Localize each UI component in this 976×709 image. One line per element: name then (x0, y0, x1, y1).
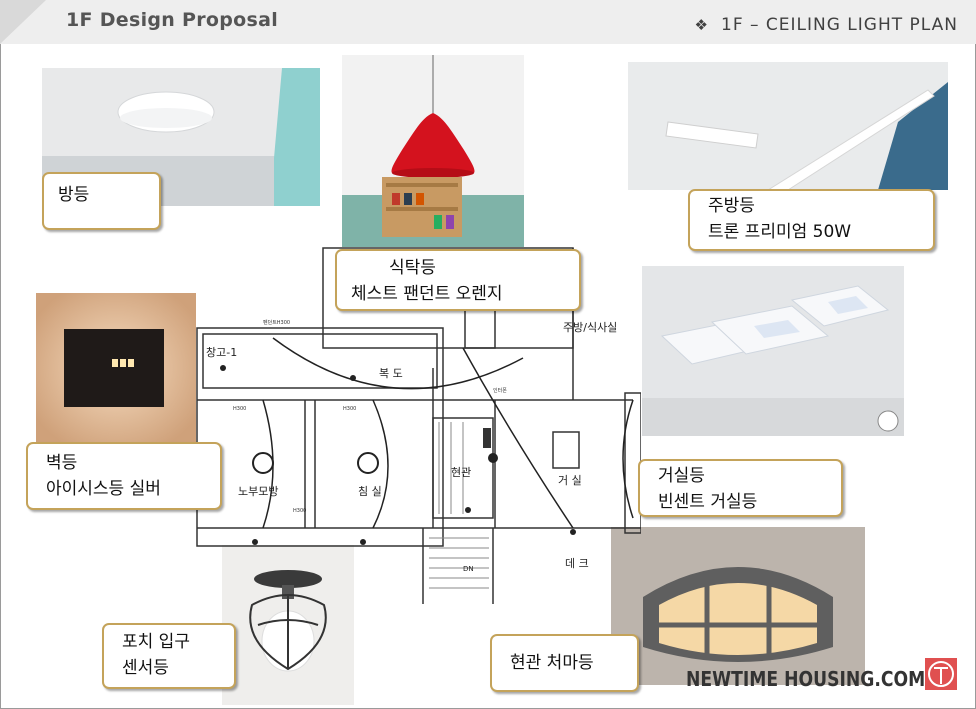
photo-porch-light (222, 545, 354, 705)
header-bar (0, 0, 976, 44)
label-porch-light: 포치 입구 센서등 (102, 623, 236, 689)
section-title-text: 1F – CEILING LIGHT PLAN (721, 15, 958, 35)
diamond-icon: ❖ (694, 16, 709, 34)
photo-living-light (642, 266, 904, 436)
label-dining-light: 식탁등 체스트 팬던트 오렌지 (335, 249, 581, 311)
photo-dining-pendant (342, 55, 524, 247)
room-storage: 창고-1 (206, 346, 238, 359)
brand-wordmark: NEWTIME HOUSING.COM (686, 667, 926, 691)
room-bedroom: 침 실 (358, 485, 382, 498)
page-title: 1F Design Proposal (66, 9, 279, 31)
svg-text:H300: H300 (343, 406, 356, 412)
room-living: 거 실 (558, 474, 582, 487)
room-dn: DN (463, 565, 474, 573)
svg-text:펜던트H300: 펜던트H300 (263, 319, 290, 326)
room-deck: 데 크 (565, 557, 589, 570)
room-hall: 복 도 (379, 367, 403, 380)
section-title: ❖ 1F – CEILING LIGHT PLAN (695, 15, 958, 35)
photo-entrance-light (611, 527, 865, 685)
svg-text:H300: H300 (233, 406, 246, 412)
label-entrance-light: 현관 처마등 (490, 634, 639, 692)
photo-wall-light (36, 293, 196, 443)
svg-text:H300: H300 (293, 508, 306, 514)
label-kitchen-light: 주방등 트론 프리미엄 50W (688, 189, 935, 251)
svg-text:인터폰: 인터폰 (493, 387, 507, 394)
header-tab-shape (0, 0, 46, 44)
label-wall-light: 벽등 아이시스등 실버 (26, 442, 222, 510)
brand-logo-icon (924, 657, 958, 691)
room-entrance: 현관 (451, 466, 472, 479)
label-room-light: 방등 (42, 172, 161, 230)
room-parents: 노부모방 (238, 485, 279, 498)
room-kitchen: 주방/식사실 (563, 321, 618, 334)
label-living-light: 거실등 빈센트 거실등 (638, 459, 843, 517)
photo-kitchen-light (628, 62, 948, 190)
